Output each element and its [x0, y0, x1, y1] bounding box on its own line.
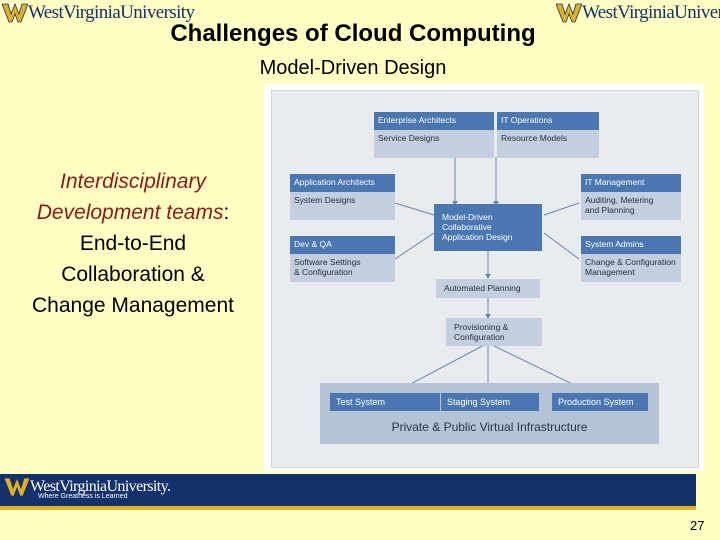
left-text-block: Interdisciplinary Development teams: End… [8, 166, 258, 321]
wv-flying-wv-icon [4, 476, 30, 497]
software-settings-box: Software Settings & Configuration [290, 254, 395, 282]
left-text-colon: : [223, 201, 230, 224]
resource-models-label: Resource Models [497, 130, 599, 158]
system-admins-header: System Admins [581, 236, 681, 254]
enterprise-architects-box: Enterprise Architects Service Designs [374, 112, 494, 158]
dev-qa-header: Dev & QA [290, 236, 395, 254]
production-system-box: Production System [552, 393, 648, 411]
wvu-logo-text: WestVirginiaUniversity [28, 2, 195, 23]
it-management-header: IT Management [581, 174, 681, 192]
dev-qa-box: Dev & QA Software Settings & Configurati… [290, 236, 395, 282]
auditing-box: Auditing, Metering and Planning [581, 192, 681, 220]
automated-planning-box: Automated Planning [436, 279, 540, 298]
left-text-line4: Collaboration & [61, 263, 205, 286]
left-text-line2: Development teams [36, 201, 224, 224]
left-text-line3: End-to-End [79, 232, 187, 255]
software-settings-line1: Software Settings [294, 257, 361, 267]
service-designs-label: Service Designs [374, 130, 494, 158]
staging-system-box: Staging System [441, 393, 539, 411]
virtual-infrastructure-box: Test System Staging System Production Sy… [320, 383, 659, 444]
auditing-line1: Auditing, Metering [585, 195, 654, 205]
wv-flying-wv-icon [2, 2, 28, 23]
slide-subtitle: Model-Driven Design [259, 57, 447, 79]
system-designs-label: System Designs [290, 192, 395, 220]
provisioning-line1: Provisioning & [454, 322, 509, 332]
application-architects-header: Application Architects [290, 174, 395, 192]
software-settings-line2: & Configuration [294, 267, 353, 277]
it-management-box: IT Management Auditing, Metering and Pla… [581, 174, 681, 220]
test-system-box: Test System [330, 393, 440, 411]
change-config-box: Change & Configuration Management [581, 254, 681, 282]
footer-gold-stripe [0, 506, 696, 510]
model-driven-diagram: Enterprise Architects Service Designs IT… [264, 84, 704, 471]
application-architects-box: Application Architects System Designs [290, 174, 395, 220]
it-operations-box: IT Operations Resource Models [497, 112, 599, 158]
auditing-line2: and Planning [585, 205, 635, 215]
provisioning-line2: Configuration [454, 332, 505, 342]
center-line2: Collaborative [442, 222, 492, 232]
provisioning-box: Provisioning & Configuration [446, 318, 542, 346]
wv-flying-wv-icon [556, 2, 582, 23]
footer-logo: WestVirginiaUniversity. [4, 476, 171, 498]
wvu-logo-right: WestVirginiaUniversity [556, 2, 720, 24]
left-text-line5: Change Management [32, 294, 234, 317]
diagram-canvas: Enterprise Architects Service Designs IT… [271, 90, 699, 468]
slide-title: Challenges of Cloud Computing [170, 20, 536, 47]
left-text-line1: Interdisciplinary [60, 170, 206, 193]
footer-bar [0, 474, 696, 506]
model-driven-design-box: Model-Driven Collaborative Application D… [434, 204, 542, 251]
change-config-line1: Change & Configuration [585, 257, 676, 267]
change-config-line2: Management [585, 267, 635, 277]
page-number: 27 [690, 518, 705, 533]
center-line3: Application Design [442, 232, 513, 242]
wvu-logo-text: WestVirginiaUniversity [582, 2, 720, 23]
footer-logo-text: WestVirginiaUniversity. [30, 478, 171, 495]
it-operations-header: IT Operations [497, 112, 599, 130]
system-admins-box: System Admins Change & Configuration Man… [581, 236, 681, 282]
enterprise-architects-header: Enterprise Architects [374, 112, 494, 130]
center-line1: Model-Driven [442, 212, 493, 222]
footer-tagline: Where Greatness is Learned [38, 493, 128, 500]
wvu-logo-left: WestVirginiaUniversity [2, 2, 195, 24]
infrastructure-label: Private & Public Virtual Infrastructure [391, 420, 588, 434]
diagram-connectors [387, 157, 598, 397]
